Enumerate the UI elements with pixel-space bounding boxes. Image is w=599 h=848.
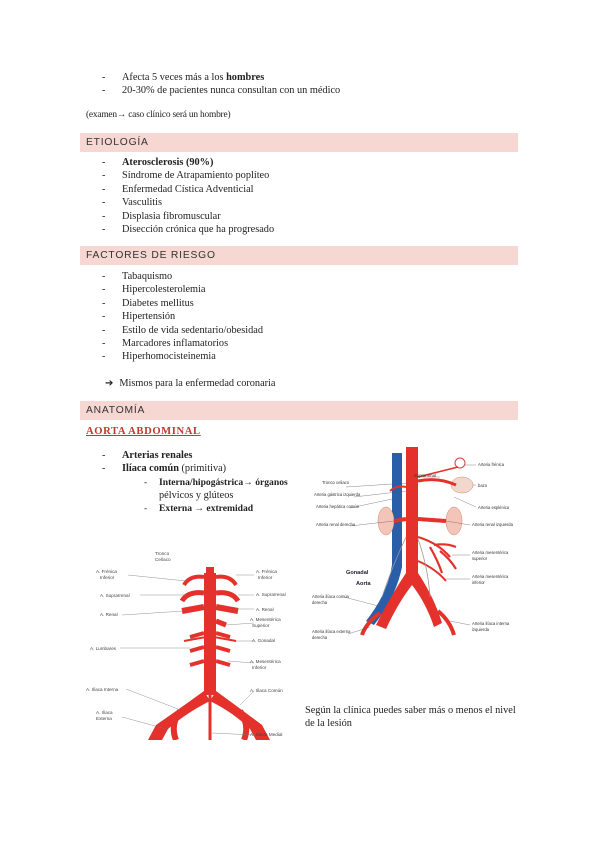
list-item: -Ilíaca común (primitiva) [102, 463, 227, 475]
section-header-factores: FACTORES DE RIESGO [80, 246, 518, 265]
caption: Según la clínica puedes saber más o meno… [305, 704, 516, 731]
label-tronco: Tronco [155, 551, 170, 556]
list-item: -Disección crónica que ha progresado [102, 224, 275, 236]
label-sacra-medial: A. Sacra Medial [250, 732, 282, 737]
leader-lines [343, 464, 477, 635]
list-item: -Displasia fibromuscular [102, 210, 221, 222]
list-item: -Hiperhomocisteinemia [102, 351, 216, 363]
kidney-left [445, 506, 463, 536]
label-mesenterica-inf: A. Mesentérica [250, 659, 281, 664]
aorta-diagram-right: Tronco celiaco Arteria gástrica izquierd… [312, 447, 514, 640]
caption-line-2: de la lesión [305, 718, 352, 730]
section-header-anatomia: ANATOMÍA [80, 401, 518, 420]
label-frenica-inf-left-2: Inferior [100, 575, 115, 580]
label-tronco-celiaco: Tronco celiaco [322, 480, 350, 485]
leader-lines [120, 574, 255, 736]
list-item: -Síndrome de Atrapamiento poplíteo [102, 170, 270, 182]
label-iliaca-int-izq: Arteria ilíaca interna [472, 621, 510, 626]
section-header-etiologia: ETIOLOGÍA [80, 133, 518, 152]
label-lumbares: A. Lumbares [90, 646, 117, 651]
list-item: -Arterias renales [102, 450, 193, 461]
label-iliaca-externa: A. Ilíaca [96, 710, 113, 715]
list-item: -Afecta 5 veces más a los hombres [102, 72, 265, 83]
label-suprarrenal-right: A. Suprarrenal [256, 592, 286, 597]
list-item: -Diabetes mellitus [102, 297, 194, 309]
label-mesenterica-inf: Arteria mesentérica [472, 574, 509, 579]
label-iliaca-comun-der: Arteria ilíaca común [312, 594, 350, 599]
etiologia-list: -Aterosclerosis (90%) -Síndrome de Atrap… [102, 156, 275, 236]
label-suprarrenal-left: A. Suprarrenal [100, 593, 130, 598]
label-iliaca-externa-2: Externa [96, 716, 112, 721]
arrow-note: ➔Mismos para la enfermedad coronaria [105, 378, 276, 389]
list-item: -Aterosclerosis (90%) [102, 157, 214, 168]
label-renal-right: A. Renal [256, 607, 274, 612]
phrenic-loop [454, 457, 466, 469]
label-celiaco: Celíaco [155, 557, 171, 562]
label-frenica-inf-left: A. Frénica [96, 569, 117, 574]
aorta-diagram-left: Tronco Celíaco A. Frénica Inferior A. Su… [86, 551, 286, 740]
sub-item-externa: -Externa → extremidad [144, 503, 254, 514]
label-iliaca-comun: A. Ilíaca Común [250, 688, 283, 693]
label-gonadal: A. Gonadal [252, 638, 275, 643]
aorta-main [376, 447, 442, 629]
label-mesenterica-inf-2: inferior [472, 580, 485, 585]
list-item: -Vasculitis [102, 197, 163, 209]
list-item: -20-30% de pacientes nunca consultan con… [102, 85, 341, 97]
label-mesenterica-sup: Arteria mesentérica [472, 550, 509, 555]
label-hepatica-comun: Arteria hepática común [316, 504, 360, 509]
vena-cava [366, 453, 402, 625]
label-renal-izquierda: Arteria renal izquierda [472, 522, 514, 527]
label-iliaca-int-izq-2: izquierda [472, 627, 490, 632]
label-bazo: bazo [478, 483, 488, 488]
label-suprarrenal: Suprarrenal [414, 473, 436, 478]
exam-note: (examen→ caso clínico será un hombre) [86, 110, 231, 120]
label-iliaca-ext-der-2: derecha [312, 635, 328, 640]
arrow-right-icon: ➔ [105, 378, 114, 389]
label-renal-derecha: Arteria renal derecha [316, 522, 356, 527]
aorta-trunk [148, 567, 270, 740]
label-frenica-inf-right: A. Frénica [256, 569, 277, 574]
factores-list: -Tabaquismo -Hipercolesterolemia -Diabet… [102, 270, 263, 364]
label-mesenterica-sup: A. Mesentérica [250, 617, 281, 622]
label-mesenterica-sup-2: Superior [252, 623, 270, 628]
label-frenica-inf-right-2: Inferior [258, 575, 273, 580]
list-item: -Hipercolesterolemia [102, 284, 206, 296]
aorta-abdominal-title: AORTA ABDOMINAL [86, 426, 201, 437]
list-item: -Tabaquismo [102, 271, 173, 282]
intro-list: -Afecta 5 veces más a los hombres -20-30… [102, 71, 341, 98]
label-iliaca-comun-der-2: derecha [312, 600, 328, 605]
caption-line-1: Según la clínica puedes saber más o meno… [305, 705, 516, 716]
label-iliaca-ext-der: Arteria ilíaca externa [312, 629, 351, 634]
label-iliaca-interna: A. Ilíaca Interna [86, 687, 119, 692]
list-item: -Marcadores inflamatorios [102, 338, 229, 350]
aorta-list: -Arterias renales -Ilíaca común (primiti… [102, 449, 227, 476]
list-item: -Enfermedad Cística Adventicial [102, 183, 254, 195]
sub-item-interna: -Interna/hipogástrica→ órganos [144, 477, 288, 488]
list-item: -Hipertensión [102, 311, 176, 323]
label-mesenterica-inf-2: Inferior [252, 665, 267, 670]
list-item: -Estilo de vida sedentario/obesidad [102, 324, 263, 336]
sub-item-interna-cont: pélvicos y glúteos [159, 490, 234, 501]
label-aorta: Aorta [356, 581, 371, 587]
label-esplenica: Arteria esplénica [478, 505, 510, 510]
label-renal-left: A. Renal [100, 612, 118, 617]
label-arteria-frenica: Arteria frénica [478, 462, 505, 467]
label-gonadal: Gonadal [346, 570, 369, 576]
label-mesenterica-sup-2: superior [472, 556, 488, 561]
kidney-right [377, 506, 395, 536]
label-gastrica-izq: Arteria gástrica izquierda [314, 492, 361, 497]
